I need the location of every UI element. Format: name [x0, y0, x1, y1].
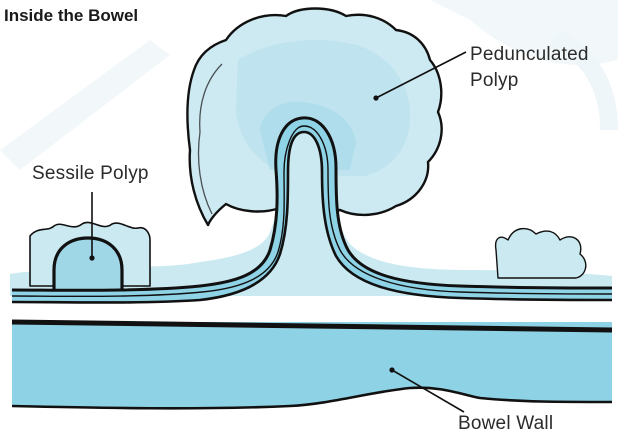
bowel-wall-leader-dot	[389, 367, 394, 372]
small-tissue-blob	[496, 229, 586, 278]
pedunculated-polyp-label: Pedunculated Polyp	[470, 42, 589, 94]
sessile-polyp-label: Sessile Polyp	[32, 162, 149, 186]
sessile-leader-dot	[89, 255, 94, 260]
sessile-polyp	[30, 222, 150, 290]
pedunculated-label-line2: Polyp	[470, 68, 589, 94]
diagram-title: Inside the Bowel	[4, 4, 138, 28]
pedunculated-leader-dot	[373, 95, 378, 100]
bowel-wall-label: Bowel Wall	[458, 412, 553, 436]
bowel-wall-band	[12, 322, 612, 408]
pedunculated-label-line1: Pedunculated	[470, 42, 589, 68]
